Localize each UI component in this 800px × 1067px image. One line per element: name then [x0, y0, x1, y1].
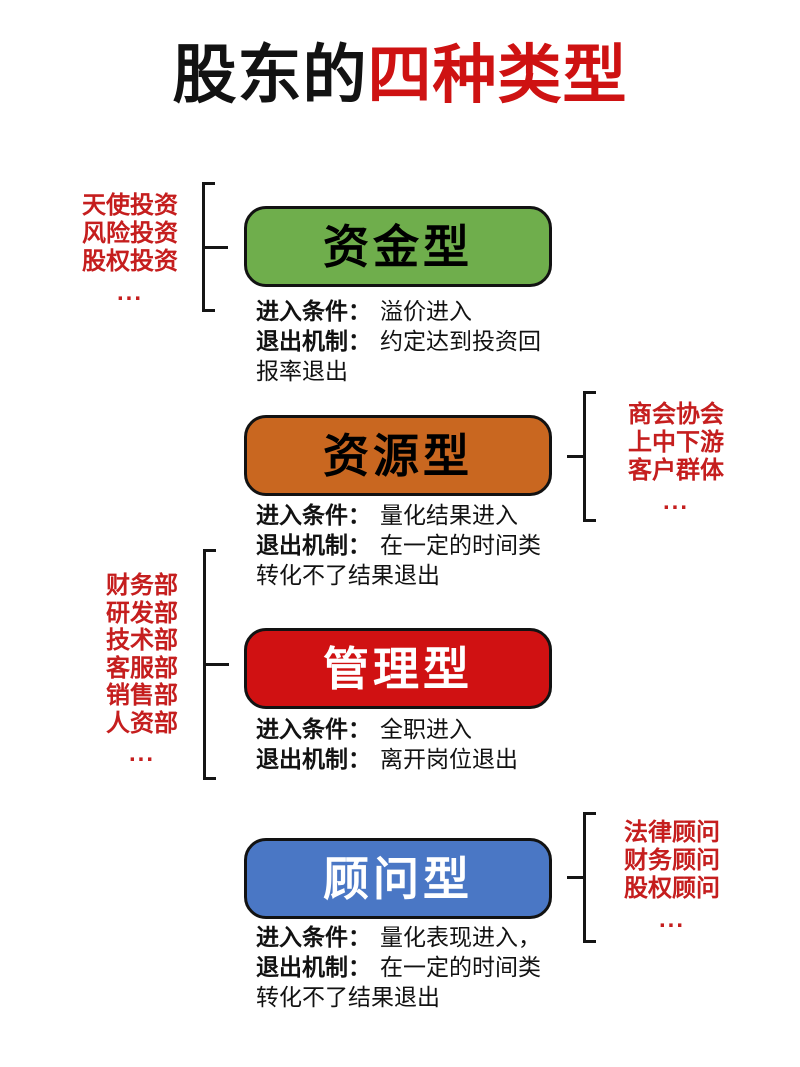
related-role: 上中下游 [628, 429, 724, 456]
related-role: 财务部 [106, 572, 178, 599]
bracket-middle-tick [203, 663, 229, 666]
related-role: 客服部 [106, 654, 178, 682]
detail-line: 进入条件：量化结果进入 [256, 502, 518, 528]
detail-line: 退出机制：离开岗位退出 [256, 746, 518, 772]
detail-line: 报率退出 [256, 358, 348, 384]
related-roles-list: 财务部研发部技术部客服部销售部人资部... [92, 572, 192, 767]
detail-line: 进入条件：全职进入 [256, 716, 472, 742]
bracket-top-tick [583, 812, 596, 815]
type-box-label: 管理型 [323, 642, 473, 695]
related-role: 股权投资 [82, 248, 178, 275]
bracket-bottom-tick [202, 309, 215, 312]
related-roles-ellipsis: ... [658, 906, 685, 933]
page-title-red-part: 四种类型 [367, 39, 628, 111]
detail-label: 进入条件： [256, 924, 371, 950]
related-role: 研发部 [106, 599, 178, 627]
bracket-connector [203, 549, 232, 780]
related-role: 商会协会 [628, 401, 724, 428]
bracket-middle-tick [567, 455, 586, 458]
detail-label: 退出机制： [256, 328, 371, 354]
bracket-connector [202, 182, 231, 312]
bracket-bottom-tick [583, 519, 596, 522]
related-role: 股权顾问 [624, 875, 720, 902]
bracket-bottom-tick [583, 940, 596, 943]
bracket-top-tick [203, 549, 216, 552]
bracket-bottom-tick [203, 777, 216, 780]
detail-line: 退出机制：约定达到投资回 [256, 328, 541, 354]
type-details: 进入条件：量化表现进入， 退出机制：在一定的时间类转化不了结果退出 [256, 922, 572, 1012]
detail-line: 转化不了结果退出 [256, 984, 440, 1010]
type-box-label: 顾问型 [323, 852, 473, 905]
detail-label: 进入条件： [256, 502, 371, 528]
related-role: 风险投资 [82, 220, 178, 247]
related-roles-ellipsis: ... [662, 488, 689, 515]
bracket-top-tick [202, 182, 215, 185]
related-role: 天使投资 [82, 192, 178, 219]
type-details: 进入条件：全职进入退出机制：离开岗位退出 [256, 714, 572, 774]
related-roles-list: 商会协会上中下游客户群体... [616, 401, 736, 515]
detail-label: 退出机制： [256, 532, 371, 558]
related-roles-list: 天使投资风险投资股权投资... [70, 192, 190, 306]
related-role: 技术部 [106, 627, 178, 654]
detail-line: 转化不了结果退出 [256, 562, 440, 588]
bracket-connector [567, 812, 596, 943]
related-roles-ellipsis: ... [128, 740, 155, 767]
detail-line: 进入条件：量化表现进入， [256, 924, 541, 950]
type-box: 管理型 [244, 628, 552, 709]
type-box: 顾问型 [244, 838, 552, 919]
bracket-connector [567, 391, 596, 522]
related-role: 法律顾问 [624, 819, 720, 846]
detail-label: 退出机制： [256, 954, 371, 980]
detail-label: 进入条件： [256, 716, 371, 742]
type-details: 进入条件：量化结果进入退出机制：在一定的时间类转化不了结果退出 [256, 500, 572, 590]
bracket-middle-tick [202, 245, 228, 249]
page-title-black-part: 股东的 [172, 39, 368, 111]
related-role: 人资部 [106, 709, 178, 737]
related-roles-ellipsis: ... [116, 279, 143, 306]
detail-line: 退出机制：在一定的时间类 [256, 532, 541, 558]
type-box: 资源型 [244, 415, 552, 496]
detail-label: 退出机制： [256, 746, 371, 772]
related-role: 销售部 [106, 682, 178, 709]
type-box-label: 资源型 [323, 429, 473, 482]
detail-line: 退出机制：在一定的时间类 [256, 954, 541, 980]
type-details: 进入条件：溢价进入退出机制：约定达到投资回报率退出 [256, 296, 572, 386]
related-role: 财务顾问 [624, 847, 720, 874]
type-box-label: 资金型 [323, 220, 473, 273]
detail-line: 进入条件：溢价进入 [256, 298, 472, 324]
detail-label: 进入条件： [256, 298, 371, 324]
type-box: 资金型 [244, 206, 552, 287]
bracket-top-tick [583, 391, 596, 394]
page-title: 股东的四种类型 [0, 24, 800, 116]
bracket-middle-tick [567, 876, 586, 879]
related-role: 客户群体 [628, 457, 724, 484]
related-roles-list: 法律顾问财务顾问股权顾问... [612, 819, 732, 933]
